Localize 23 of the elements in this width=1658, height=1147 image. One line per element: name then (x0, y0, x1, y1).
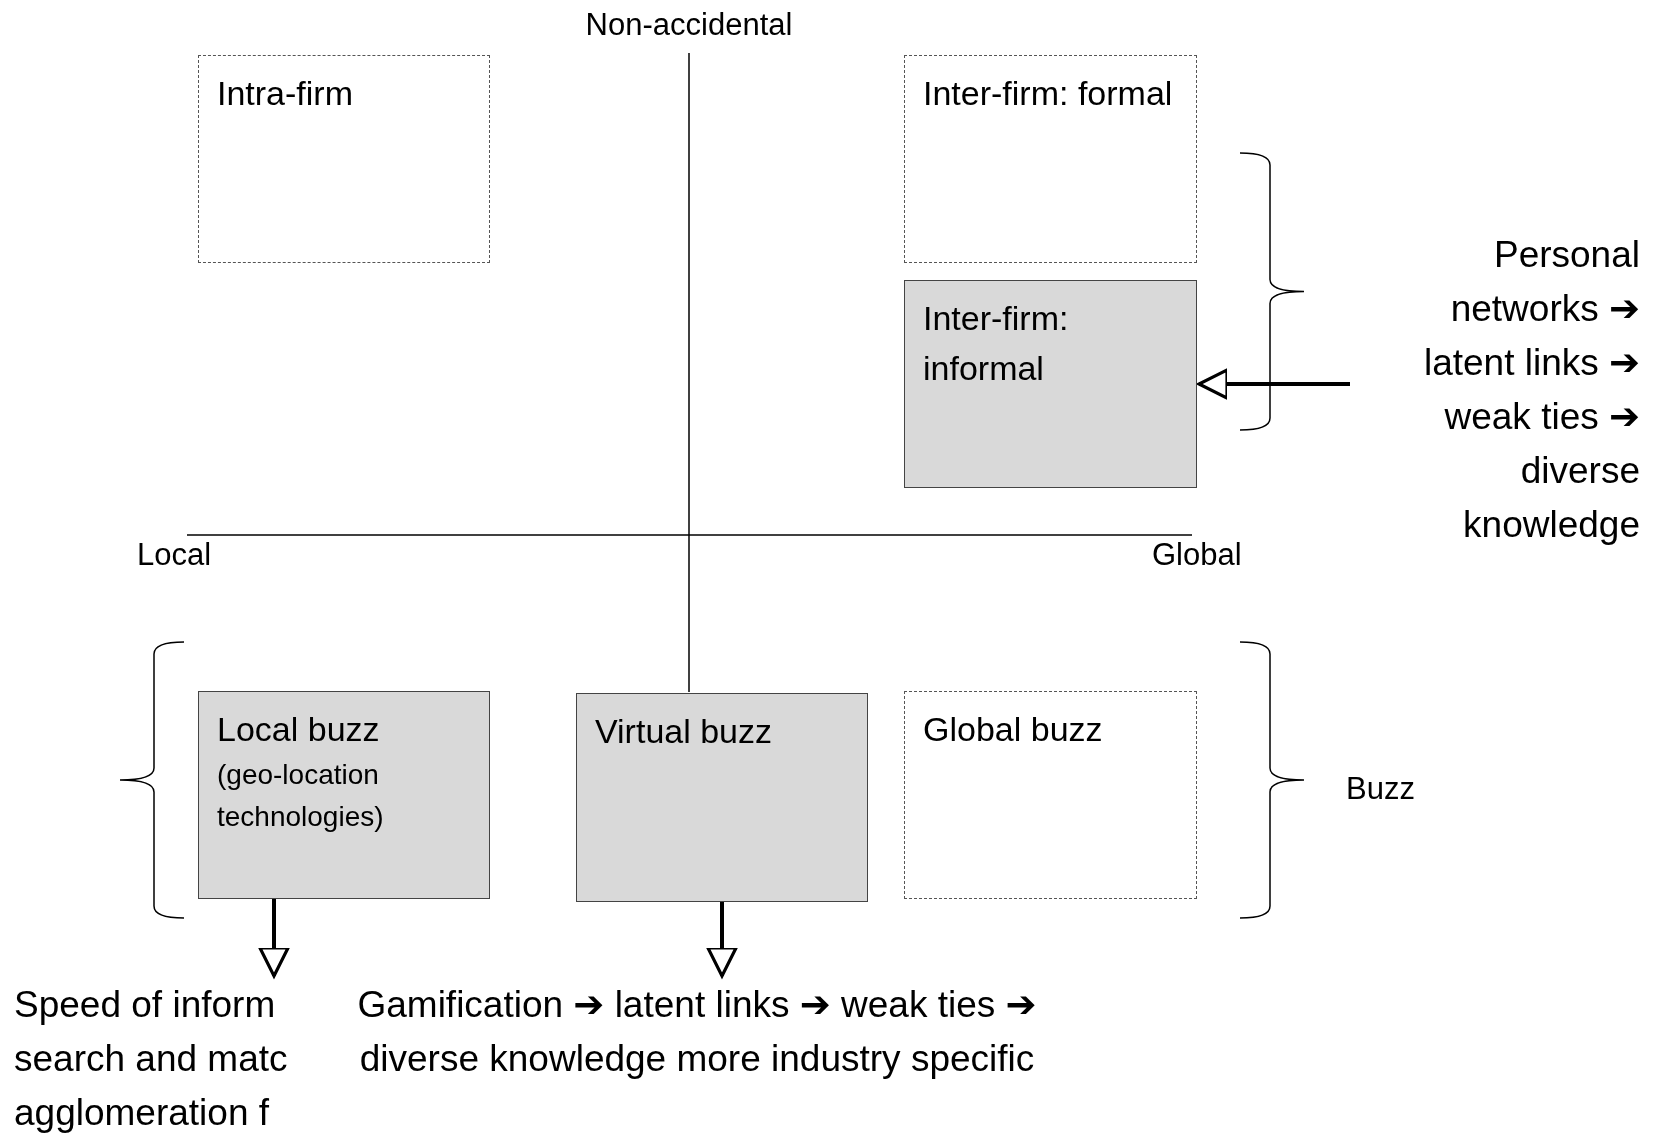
arrow (706, 902, 738, 978)
highlighted-box (904, 280, 1197, 488)
box-title: Local buzz (217, 709, 381, 750)
quadrant-box (904, 55, 1197, 263)
box-title: Global buzz (923, 709, 1104, 750)
box-title: Intra-firm (217, 73, 354, 114)
arrow (258, 899, 290, 978)
box-title: Inter-firm: informal (923, 298, 1070, 389)
note-text: Speed of inform search and matc agglomeration f (14, 978, 350, 1140)
highlighted-box (576, 693, 868, 902)
quadrant-box (198, 55, 490, 263)
arrow (1197, 368, 1350, 400)
note-text: Personal networks ➔ latent links ➔ weak ties ➔ diverse knowledge (1350, 228, 1640, 552)
note-text: Gamification ➔ latent links ➔ weak ties ➔ diverse knowledge more industry specific (352, 978, 1042, 1086)
axis-label: Global (1152, 536, 1242, 574)
axis-label: Non-accidental (585, 6, 793, 44)
quadrant-box (904, 691, 1197, 899)
axis-label: Local (137, 536, 212, 574)
bracket-label: Buzz (1346, 770, 1415, 808)
box-title: Inter-firm: formal (923, 73, 1174, 114)
box-title: Virtual buzz (595, 711, 774, 752)
box-subtitle: (geo-location technologies) (217, 758, 385, 834)
highlighted-box (198, 691, 490, 899)
